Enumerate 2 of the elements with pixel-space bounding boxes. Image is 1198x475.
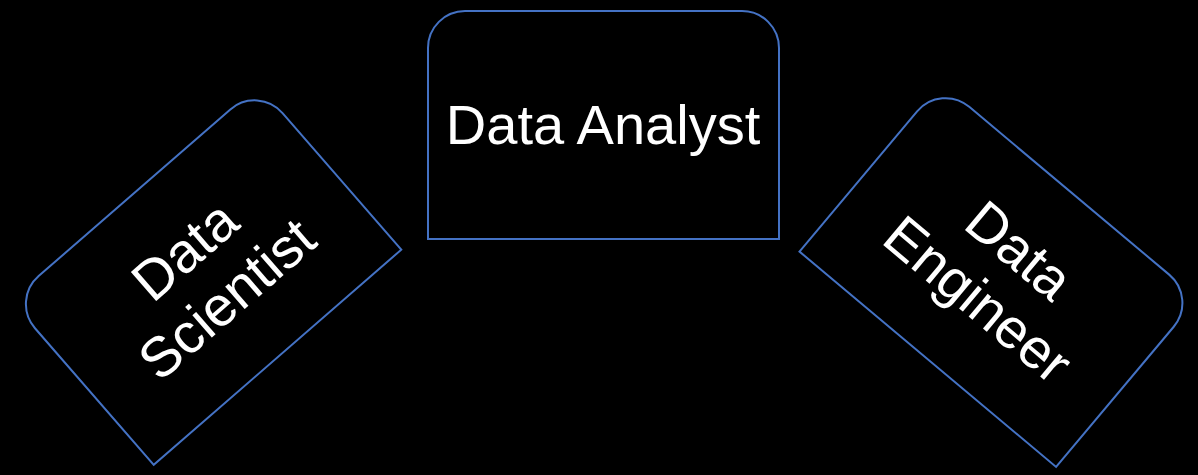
role-label: Data Analyst	[445, 92, 761, 158]
rounded-tab-box	[426, 10, 780, 240]
